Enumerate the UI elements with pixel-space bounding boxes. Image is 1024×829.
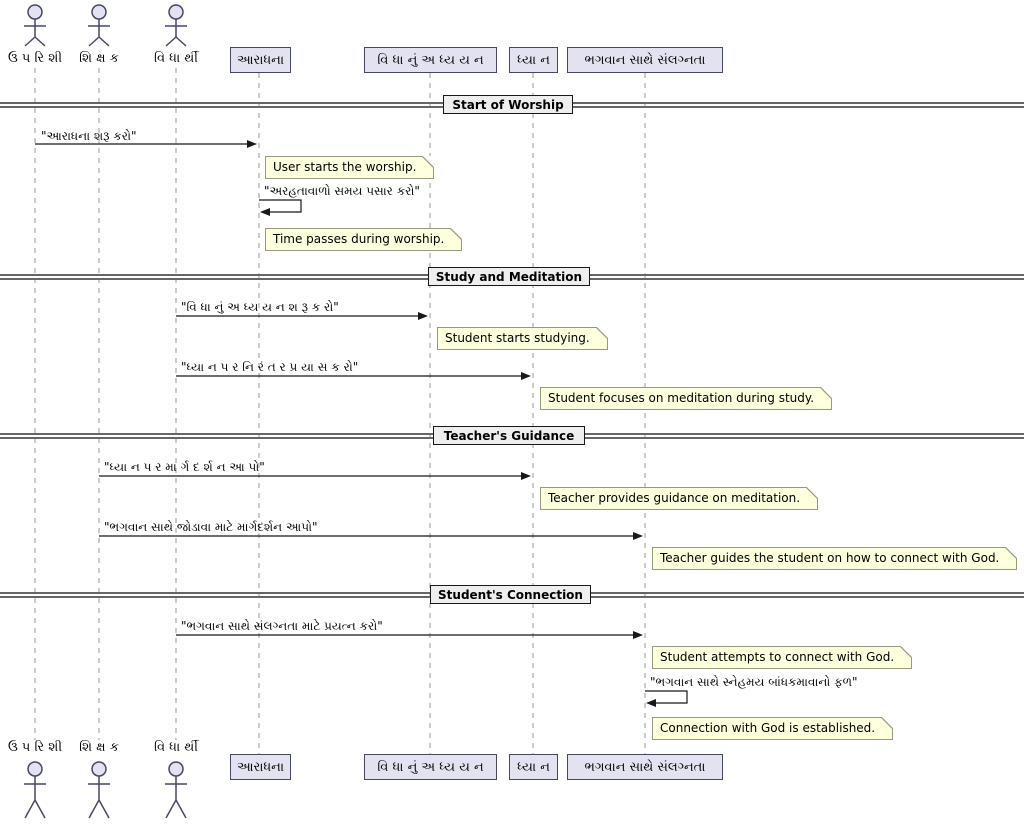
actor-label-uparishi-top: ઉ પ રિ શી — [7, 51, 63, 66]
note-1: User starts the worship. — [265, 156, 435, 179]
note-8: Connection with God is established. — [652, 717, 894, 740]
actor-figure-vidyarthi-top — [165, 4, 187, 47]
note-6: Teacher guides the student on how to con… — [652, 547, 1018, 570]
note-text: Time passes during worship. — [273, 232, 445, 246]
actor-label-vidyarthi-bottom: વિ ધા ર્થી — [154, 740, 198, 755]
message-label-5: "ધ્યા ન પ ર મા ર્ગ દ ર્શ ન આ પો" — [104, 460, 265, 474]
note-fold-icon — [422, 156, 435, 168]
divider-label-study-and-meditation: Study and Meditation — [428, 267, 590, 286]
note-text: Teacher provides guidance on meditation. — [548, 491, 801, 505]
note-text: Teacher guides the student on how to con… — [660, 551, 1000, 565]
note-text: Student attempts to connect with God. — [660, 650, 895, 664]
participant-box-dhyan-bottom: ધ્યા ન — [509, 754, 558, 780]
note-fold-icon — [881, 717, 894, 729]
note-fold-icon — [806, 487, 819, 499]
note-text: Connection with God is established. — [660, 721, 876, 735]
message-label-7: "ભગવાન સાથે સંલગ્નતા માટે પ્રયત્ન કરો" — [181, 619, 383, 633]
actor-figure-shikshak-top — [88, 4, 110, 47]
note-fold-icon — [820, 387, 833, 399]
actor-figure-vidyarthi-bottom — [165, 761, 187, 819]
participant-box-aradhana-bottom: આરાધના — [230, 754, 291, 780]
actor-label-shikshak-bottom: શિ ક્ષ ક — [79, 740, 119, 755]
note-fold-icon — [1005, 547, 1018, 559]
message-arrow-1 — [35, 140, 257, 148]
participant-box-sanlagnata-bottom: ભગવાન સાથે સંલગ્નતા — [567, 754, 723, 780]
note-7: Student attempts to connect with God. — [652, 646, 913, 669]
note-text: User starts the worship. — [273, 160, 417, 174]
self-message-arrow-2 — [259, 199, 302, 216]
actor-label-vidyarthi-top: વિ ધા ર્થી — [154, 51, 198, 66]
divider-label-start-of-worship: Start of Worship — [443, 95, 573, 114]
actor-figure-shikshak-bottom — [88, 761, 110, 819]
participant-box-sanlagnata-top: ભગવાન સાથે સંલગ્નતા — [567, 47, 723, 73]
message-label-3: "વિ ધા નું અ ધ્ય ય ન શ રૂ ક રો" — [181, 300, 339, 314]
actor-label-uparishi-bottom: ઉ પ રિ શી — [7, 740, 63, 755]
note-2: Time passes during worship. — [265, 228, 463, 251]
message-label-6: "ભગવાન સાથે જોડાવા માટે માર્ગદર્શન આપો" — [104, 520, 318, 534]
actor-figure-uparishi-top — [24, 4, 46, 47]
divider-label-students-connection: Student's Connection — [430, 585, 591, 604]
note-3: Student starts studying. — [437, 327, 608, 350]
message-label-8: "ભગવાન સાથે સ્નેહમય બાંધકમાવાનો ફળ" — [650, 675, 858, 689]
note-fold-icon — [900, 646, 913, 658]
message-arrow-3 — [176, 312, 428, 320]
message-arrow-7 — [176, 631, 643, 639]
actor-label-shikshak-top: શિ ક્ષ ક — [79, 51, 119, 66]
participant-box-dhyan-top: ધ્યા ન — [509, 47, 558, 73]
message-label-1: "આરાધના શરૂ કરો" — [41, 129, 137, 143]
note-5: Teacher provides guidance on meditation. — [540, 487, 819, 510]
note-text: Student starts studying. — [445, 331, 590, 345]
participant-box-adhyayan-top: વિ ધા નું અ ધ્ય ય ન — [364, 47, 497, 73]
participant-box-aradhana-top: આરાધના — [230, 47, 291, 73]
self-message-arrow-8 — [645, 690, 688, 707]
actor-figure-uparishi-bottom — [24, 761, 46, 819]
note-fold-icon — [450, 228, 463, 240]
participant-box-adhyayan-bottom: વિ ધા નું અ ધ્ય ય ન — [364, 754, 497, 780]
message-label-4: "ધ્યા ન પ ર નિ રં ત ર પ્ર યા સ ક રો" — [181, 360, 359, 374]
message-arrow-5 — [99, 472, 531, 480]
message-label-2: "અરહતાવાળો સમય પસાર કરો" — [264, 184, 420, 198]
divider-label-teachers-guidance: Teacher's Guidance — [433, 426, 585, 445]
note-fold-icon — [595, 327, 608, 339]
message-arrow-4 — [176, 372, 531, 380]
message-arrow-6 — [99, 532, 643, 540]
note-text: Student focuses on meditation during stu… — [548, 391, 815, 405]
note-4: Student focuses on meditation during stu… — [540, 387, 833, 410]
